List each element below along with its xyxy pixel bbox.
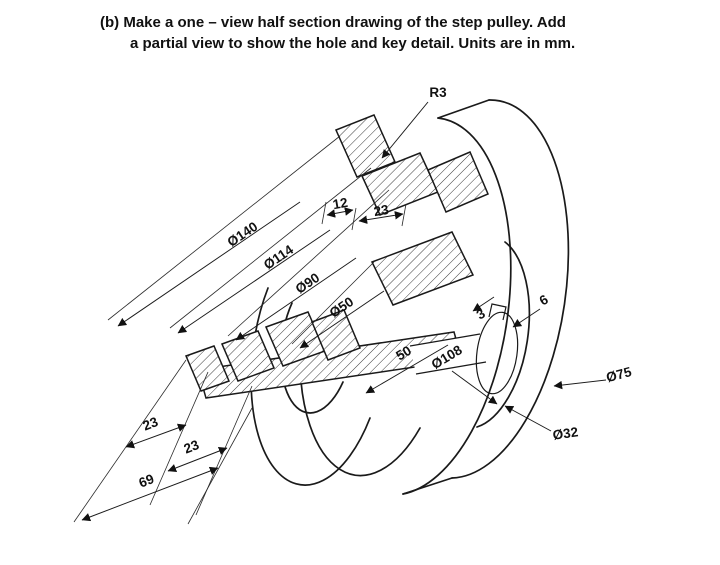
ext-bottom-4 xyxy=(187,407,253,525)
keyway-notch xyxy=(488,303,507,321)
top-cut-step-3 xyxy=(427,151,489,213)
dim-label-23-top: 23 xyxy=(373,202,391,219)
rim-top-edge xyxy=(437,99,490,119)
dim-label-12: 12 xyxy=(332,195,349,212)
dim-label-dia75: Ø75 xyxy=(605,364,634,385)
leader-r3 xyxy=(381,101,429,159)
dim-line-23-a xyxy=(125,423,187,449)
dimension-lines xyxy=(73,101,607,525)
bore-strip-top-edge xyxy=(409,333,481,347)
dim-label-23-a: 23 xyxy=(141,414,161,434)
ext-top-2 xyxy=(351,207,357,231)
ext-dia140 xyxy=(107,135,341,321)
dim-label-69: 69 xyxy=(137,471,156,490)
ext-dia50 xyxy=(291,261,375,345)
hub-cut-face xyxy=(370,231,475,306)
bore-strip-bottom-edge xyxy=(415,361,487,375)
lower-cut-step-4 xyxy=(311,309,361,361)
arc-big-disc-front xyxy=(402,117,512,495)
dim-label-r3: R3 xyxy=(429,85,447,100)
rim-bottom-edge xyxy=(402,477,453,495)
ext-bottom-1 xyxy=(73,359,187,523)
dim-label-dia114: Ø114 xyxy=(261,242,297,273)
section-hatching xyxy=(184,114,519,399)
dim-label-23-b: 23 xyxy=(182,437,202,457)
arc-middle-disc xyxy=(299,351,421,477)
ext-dia114 xyxy=(169,167,372,329)
ext-bottom-3 xyxy=(195,385,253,516)
dim-line-dia114 xyxy=(177,229,331,334)
dim-line-12 xyxy=(326,207,354,218)
bore-strip xyxy=(410,334,486,374)
dim-label-dia32: Ø32 xyxy=(552,424,579,442)
dim-line-dia50 xyxy=(299,290,385,349)
leader-key-width-6 xyxy=(512,308,541,328)
dim-label-dia90: Ø90 xyxy=(293,270,323,297)
dim-label-50: 50 xyxy=(393,343,414,364)
lower-cut-step-1 xyxy=(184,345,231,392)
problem-statement-line2: a partial view to show the hole and key … xyxy=(130,35,576,52)
arc-big-disc-back xyxy=(451,99,570,479)
dim-line-23-top xyxy=(358,211,404,224)
dim-label-key-depth-3: 3 xyxy=(474,305,488,322)
dim-label-key-width-6: 6 xyxy=(537,291,551,308)
ext-top-3 xyxy=(401,203,407,227)
bore-ellipse-32 xyxy=(475,311,519,395)
problem-statement-line1: (b) Make a one – view half section drawi… xyxy=(100,14,566,31)
dim-line-50 xyxy=(365,344,449,394)
ext-top-1 xyxy=(321,201,327,225)
dim-line-dia90 xyxy=(235,257,357,341)
leader-dia75 xyxy=(553,379,607,390)
lower-cut-step-2 xyxy=(220,330,276,382)
leader-dia32 xyxy=(504,405,552,432)
leader-dia108 xyxy=(451,370,498,405)
problem-statement: (b) Make a one – view half section drawi… xyxy=(100,12,675,54)
top-cut-step-1 xyxy=(334,114,397,178)
arc-right-hub-75 xyxy=(476,241,531,428)
ext-bottom-2 xyxy=(149,371,209,506)
dim-line-dia140 xyxy=(117,201,301,327)
leader-key-depth-3 xyxy=(472,296,495,312)
dim-line-69 xyxy=(81,466,219,522)
